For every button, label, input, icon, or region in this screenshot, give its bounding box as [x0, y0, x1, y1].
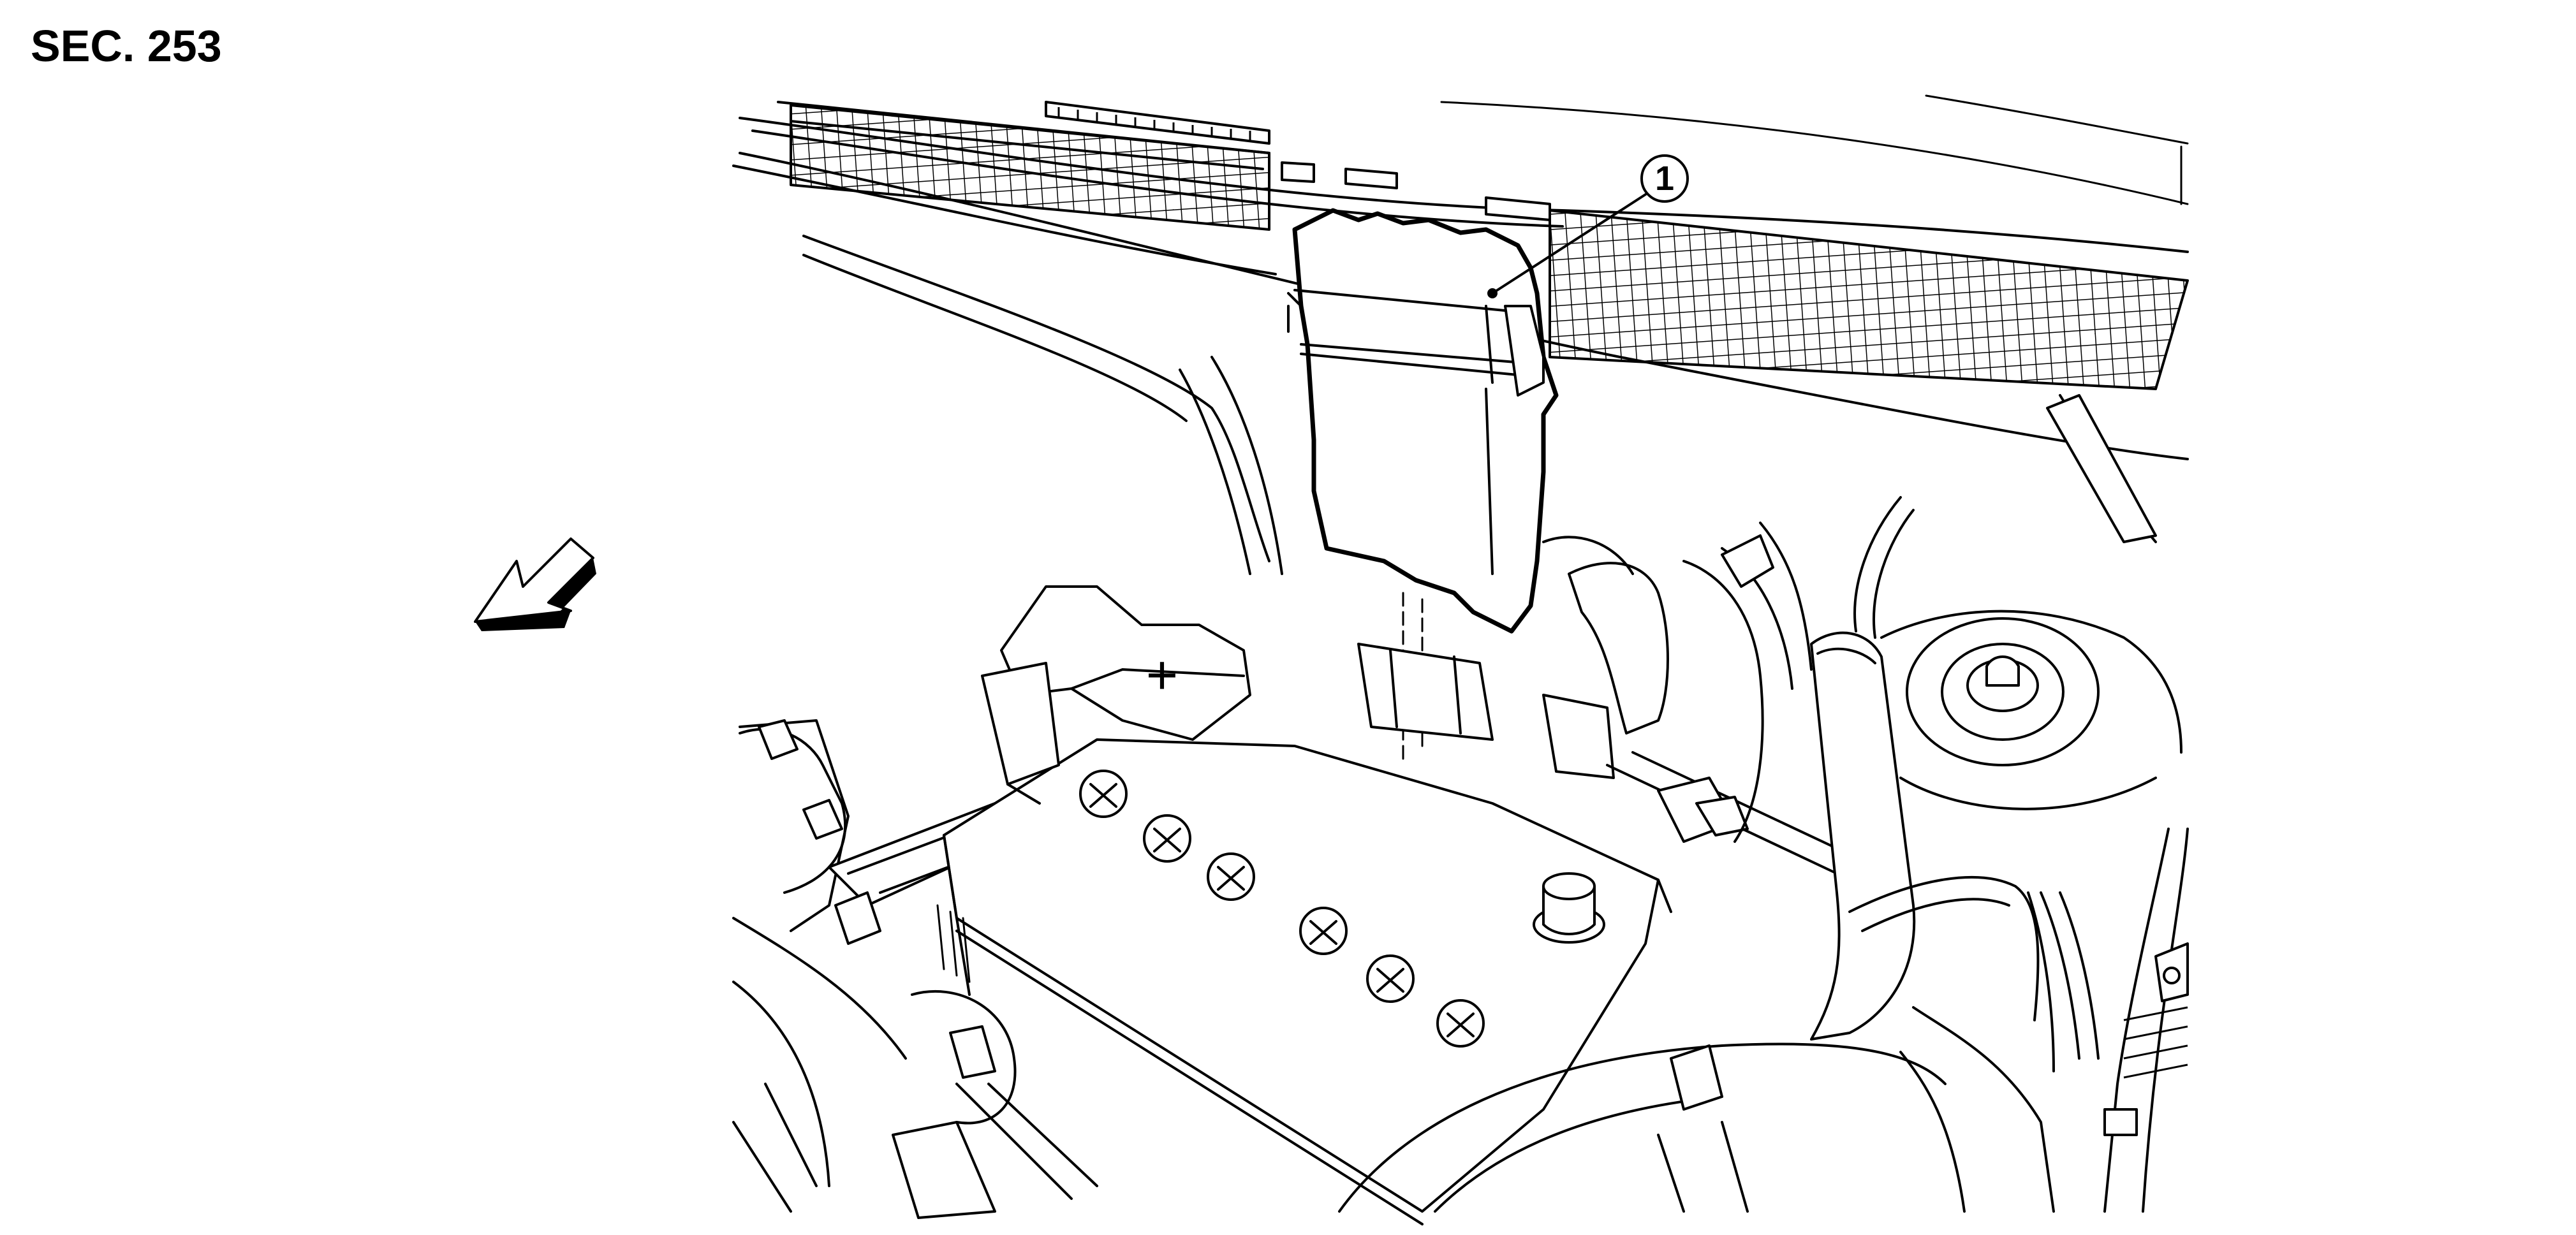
- section-label: SEC. 253: [31, 21, 222, 71]
- lower-engine-components: [892, 990, 1947, 1219]
- callout-1: 1: [1487, 154, 1689, 298]
- callout-1-number: 1: [1655, 159, 1674, 198]
- wiring-harness: [1357, 522, 1851, 875]
- battery-vent-caps: [1079, 770, 1485, 1048]
- battery: +: [936, 585, 1672, 1225]
- negative-terminal-post: [1533, 872, 1605, 944]
- left-fender-area: [732, 235, 1283, 1213]
- right-strut-tower-area: [1810, 394, 2189, 1213]
- front-direction-arrow-icon: [474, 537, 596, 631]
- positive-terminal-mark: +: [1146, 645, 1178, 706]
- relay-box-assembly: [1287, 208, 1559, 766]
